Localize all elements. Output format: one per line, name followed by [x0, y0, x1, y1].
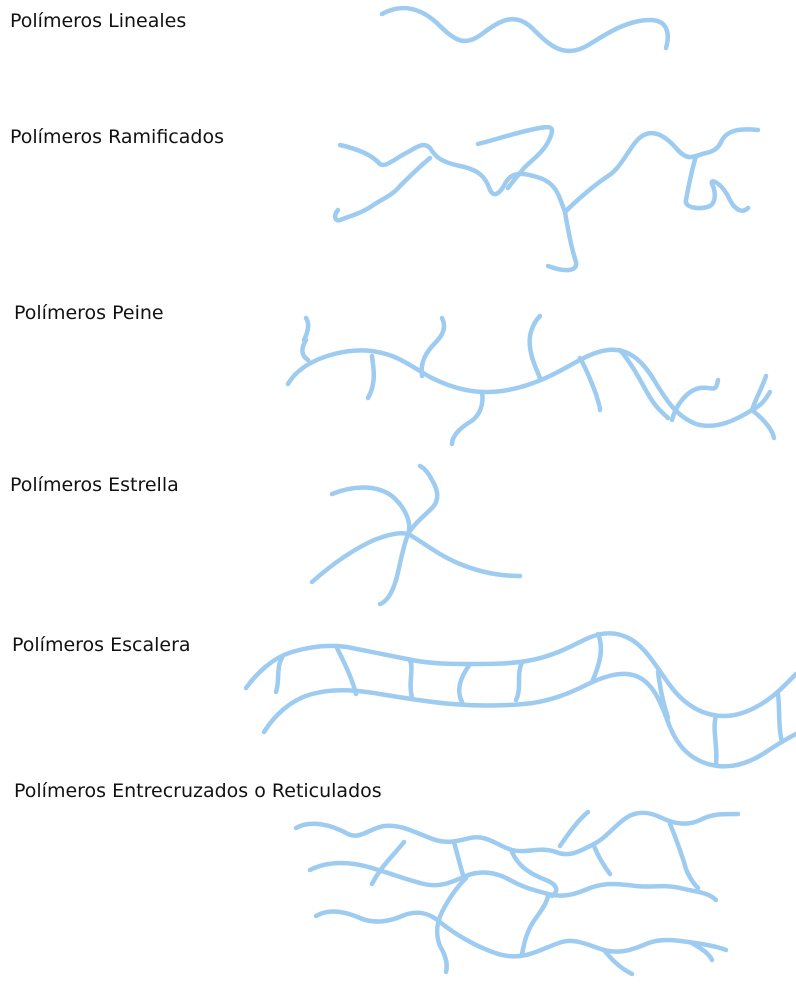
linear-polymer-chain: [382, 8, 668, 51]
ladder-polymer-chains: [246, 633, 796, 766]
branched-polymer-chains: [335, 127, 758, 270]
network-polymer-chains: [296, 812, 738, 974]
comb-polymer-chains: [288, 316, 774, 444]
star-polymer-chains: [312, 466, 520, 604]
